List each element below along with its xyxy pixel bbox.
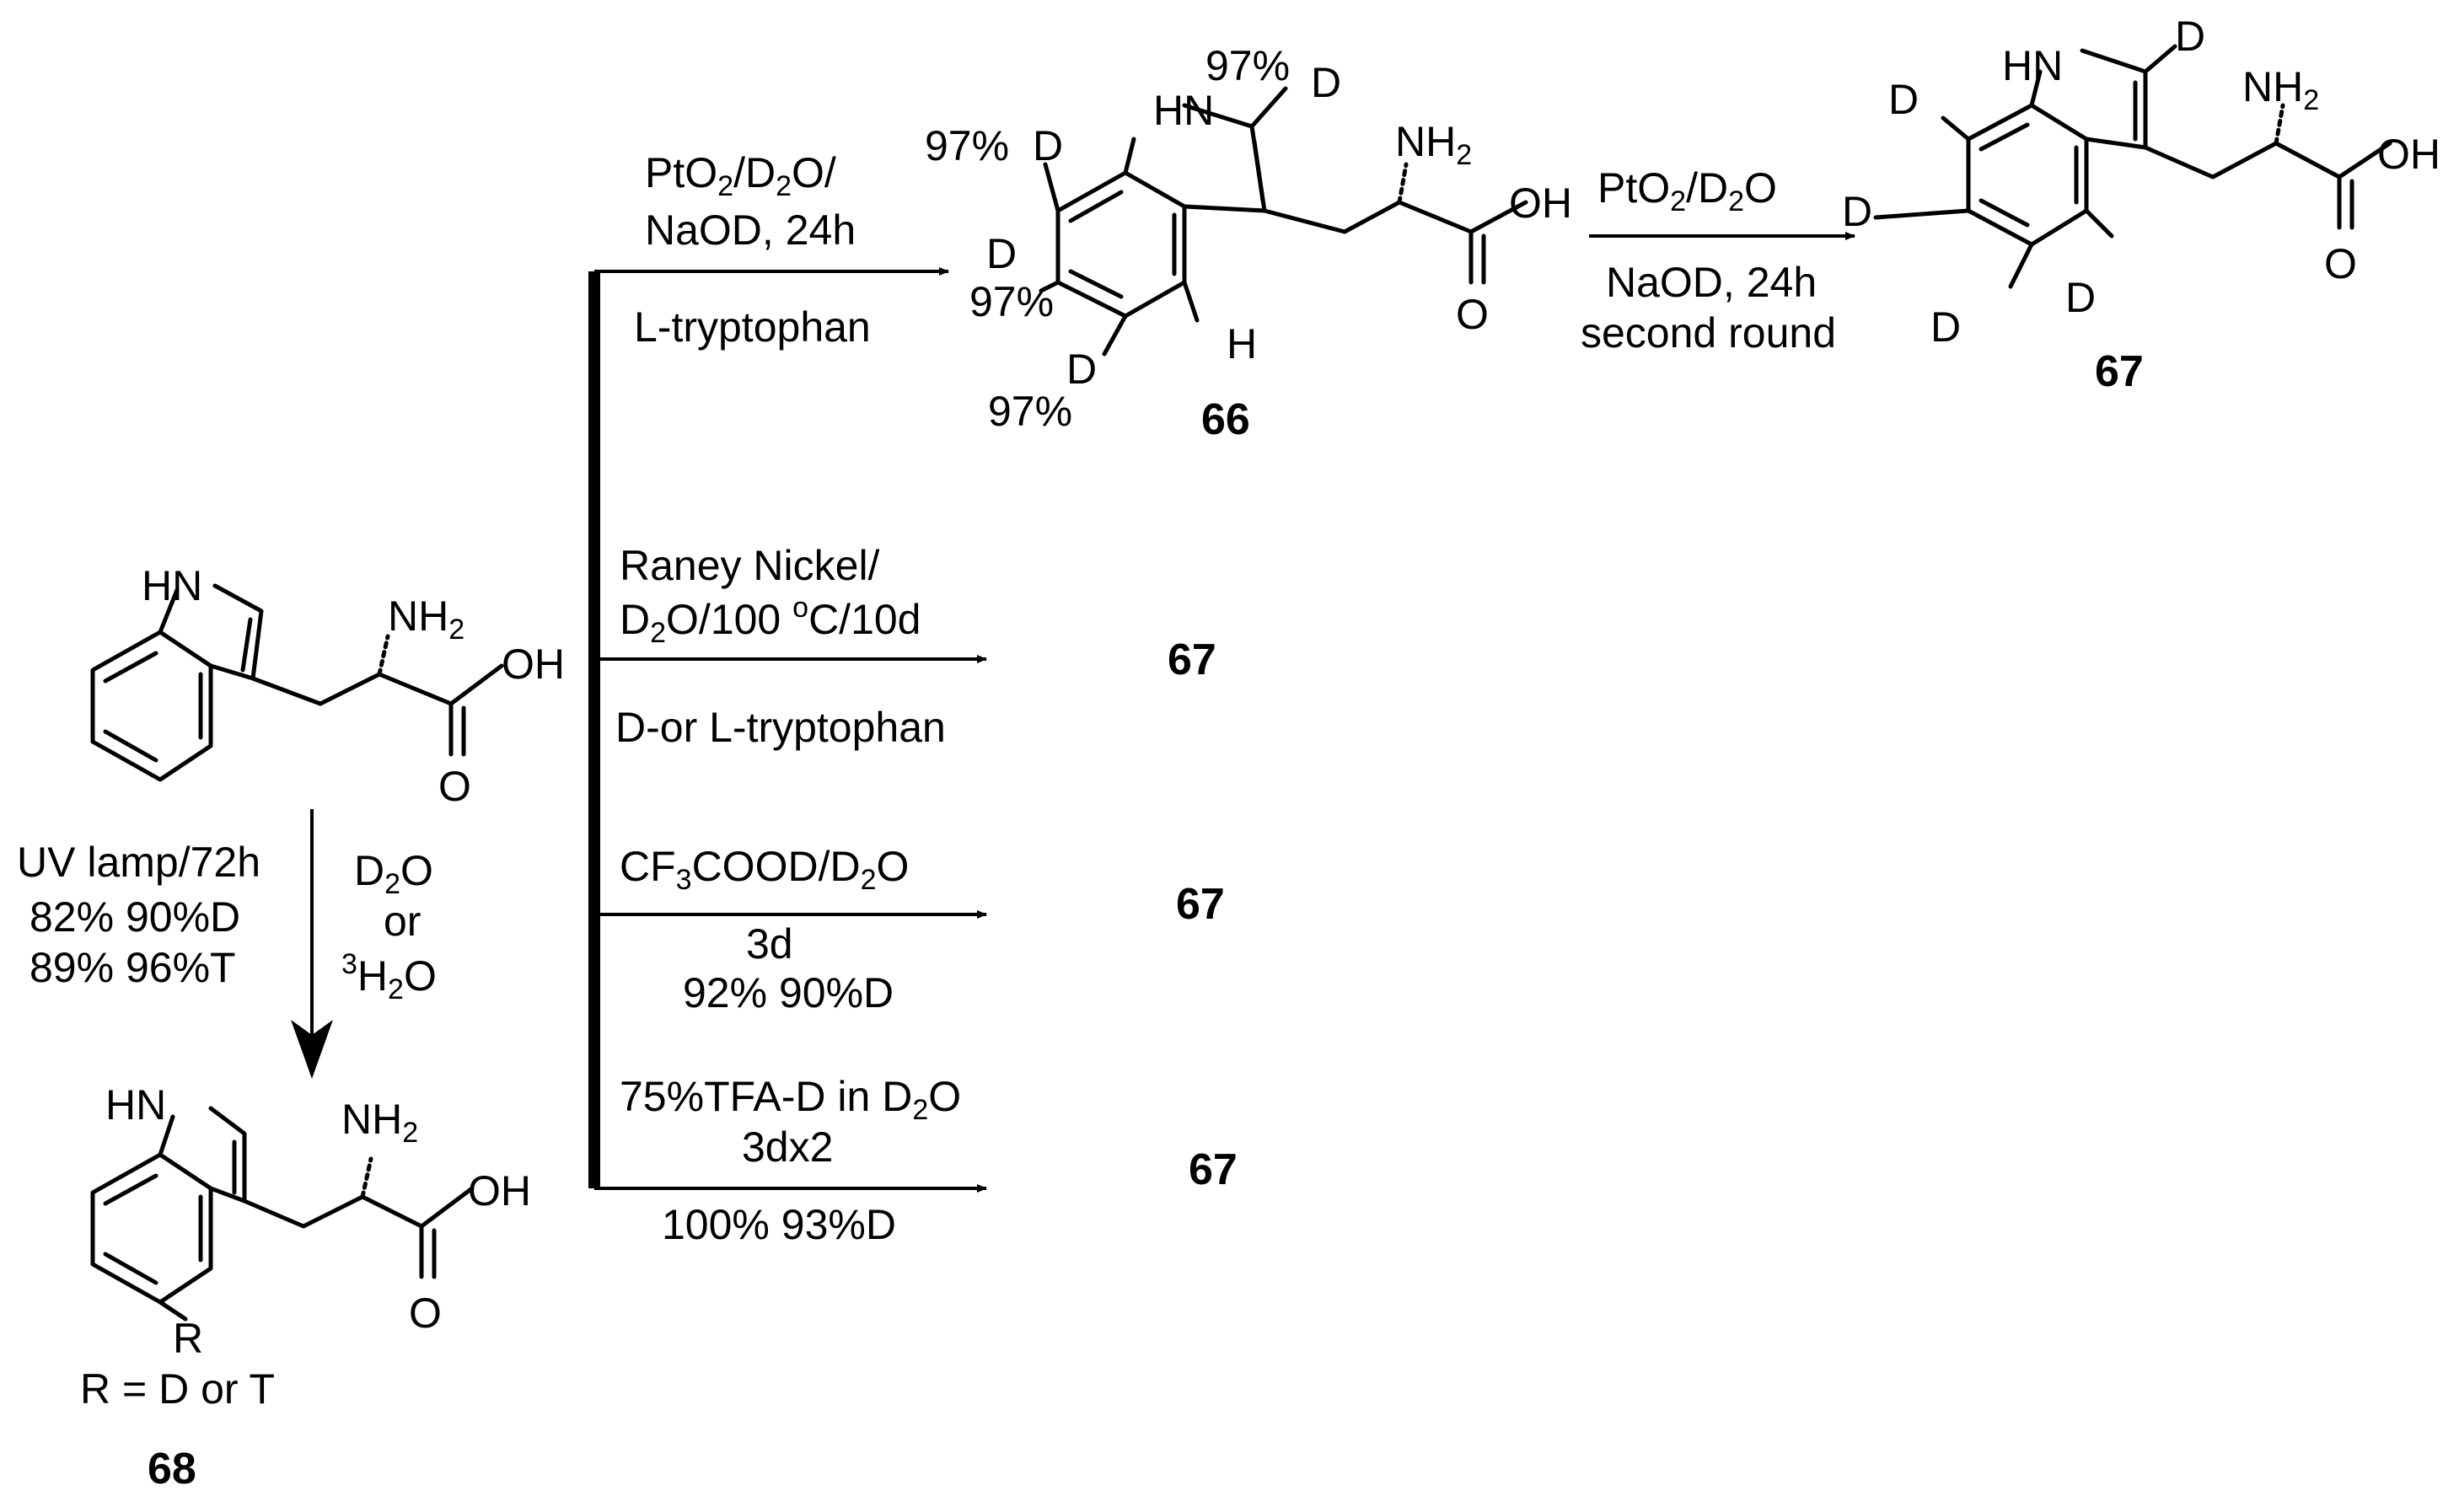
second-conditions-1: PtO2/D2O bbox=[1597, 164, 1777, 217]
oh-label: OH bbox=[502, 641, 565, 688]
uv-line3: 89% 96%T bbox=[30, 944, 236, 991]
tryptophan-structure: HN NH2 OH O bbox=[90, 562, 565, 810]
nh2-label-68: NH2 bbox=[341, 1096, 418, 1149]
second-conditions-3: second round bbox=[1581, 309, 1836, 357]
r-definition: R = D or T bbox=[80, 1365, 275, 1413]
o-label-67: O bbox=[2324, 240, 2357, 287]
second-conditions-2: NaOD, 24h bbox=[1606, 259, 1817, 306]
d-label-66-c2: D bbox=[1311, 59, 1341, 106]
compound-68-label: 68 bbox=[148, 1445, 196, 1493]
pct-66-c6: 97% bbox=[969, 278, 1054, 325]
compound-67-label-top: 67 bbox=[2095, 347, 2144, 396]
compound-68-structure: HN NH2 OH O R bbox=[90, 1081, 531, 1362]
pto2-conditions-1: PtO2/D2O/ bbox=[645, 149, 836, 202]
pto2-conditions-2: NaOD, 24h bbox=[645, 206, 856, 254]
d2o-label: D2O bbox=[354, 847, 433, 900]
d-label-67-c6: D bbox=[1842, 188, 1872, 235]
benzene-inner-bonds bbox=[103, 651, 203, 763]
h-label-66: H bbox=[1227, 320, 1257, 367]
or-label: or bbox=[384, 898, 421, 945]
nh2-label-66: NH2 bbox=[1395, 118, 1472, 171]
pct-66-c7: 97% bbox=[925, 122, 1009, 169]
o-label-66: O bbox=[1456, 291, 1489, 338]
o-label: O bbox=[438, 763, 471, 810]
d-label-66-c5: D bbox=[1066, 346, 1097, 393]
d-label-67-c4: D bbox=[2065, 274, 2096, 321]
t2o-label: 3H2O bbox=[341, 948, 437, 1005]
compound-67-structure: HN NH2 OH O D D D D D bbox=[1842, 13, 2440, 351]
amine-wedge bbox=[377, 634, 390, 677]
compound-66-label: 66 bbox=[1201, 395, 1250, 444]
d-label-66-c6: D bbox=[986, 230, 1017, 277]
nh2-label-67: NH2 bbox=[2242, 63, 2319, 116]
uv-line1: UV lamp/72h bbox=[17, 839, 260, 886]
down-arrowhead bbox=[291, 1020, 333, 1079]
cf3cood-line2: 3d bbox=[746, 920, 793, 968]
compound-67-label-tfa: 67 bbox=[1189, 1145, 1238, 1194]
tfa-line3: 100% 93%D bbox=[662, 1201, 896, 1248]
hn-label-66: HN bbox=[1153, 87, 1214, 134]
pct-66-c5: 97% bbox=[988, 388, 1072, 435]
pto2-conditions-3: L-tryptophan bbox=[634, 303, 871, 351]
raney-line1: Raney Nickel/ bbox=[620, 542, 880, 589]
d-label-67-c5: D bbox=[1930, 303, 1961, 351]
nh2-label: NH2 bbox=[388, 592, 464, 646]
raney-line3: D-or L-tryptophan bbox=[615, 704, 946, 751]
compound-66-structure: HN NH2 OH O H D D D D 97% 97% 97% 97% bbox=[925, 42, 1572, 435]
oh-label-66: OH bbox=[1509, 180, 1572, 227]
compound-67-label-cf3: 67 bbox=[1176, 880, 1225, 929]
cf3cood-line1: CF3COOD/D2O bbox=[620, 843, 909, 896]
pyrrole-ring bbox=[158, 583, 264, 681]
hn-label-68: HN bbox=[105, 1081, 166, 1129]
hn-label-67: HN bbox=[2002, 42, 2063, 89]
oh-label-68: OH bbox=[468, 1167, 531, 1214]
raney-line2: D2O/100 oC/10d bbox=[620, 592, 921, 649]
o-label-68: O bbox=[409, 1289, 442, 1337]
tfa-line2: 3dx2 bbox=[742, 1123, 833, 1171]
d-label-67-c2: D bbox=[2175, 13, 2205, 60]
cf3cood-line3: 92% 90%D bbox=[683, 969, 894, 1016]
pyrrole-double bbox=[240, 617, 253, 673]
pct-66-c2: 97% bbox=[1205, 42, 1290, 89]
r-label-68: R bbox=[173, 1315, 203, 1362]
oh-label-67: OH bbox=[2377, 131, 2440, 178]
uv-line2: 82% 90%D bbox=[30, 893, 240, 941]
d-label-67-c7: D bbox=[1888, 76, 1919, 123]
compound-67-label-raney: 67 bbox=[1168, 635, 1216, 684]
hn-label: HN bbox=[142, 562, 202, 609]
tfa-line1: 75%TFA-D in D2O bbox=[620, 1073, 961, 1126]
d-label-66-c7: D bbox=[1033, 122, 1063, 169]
